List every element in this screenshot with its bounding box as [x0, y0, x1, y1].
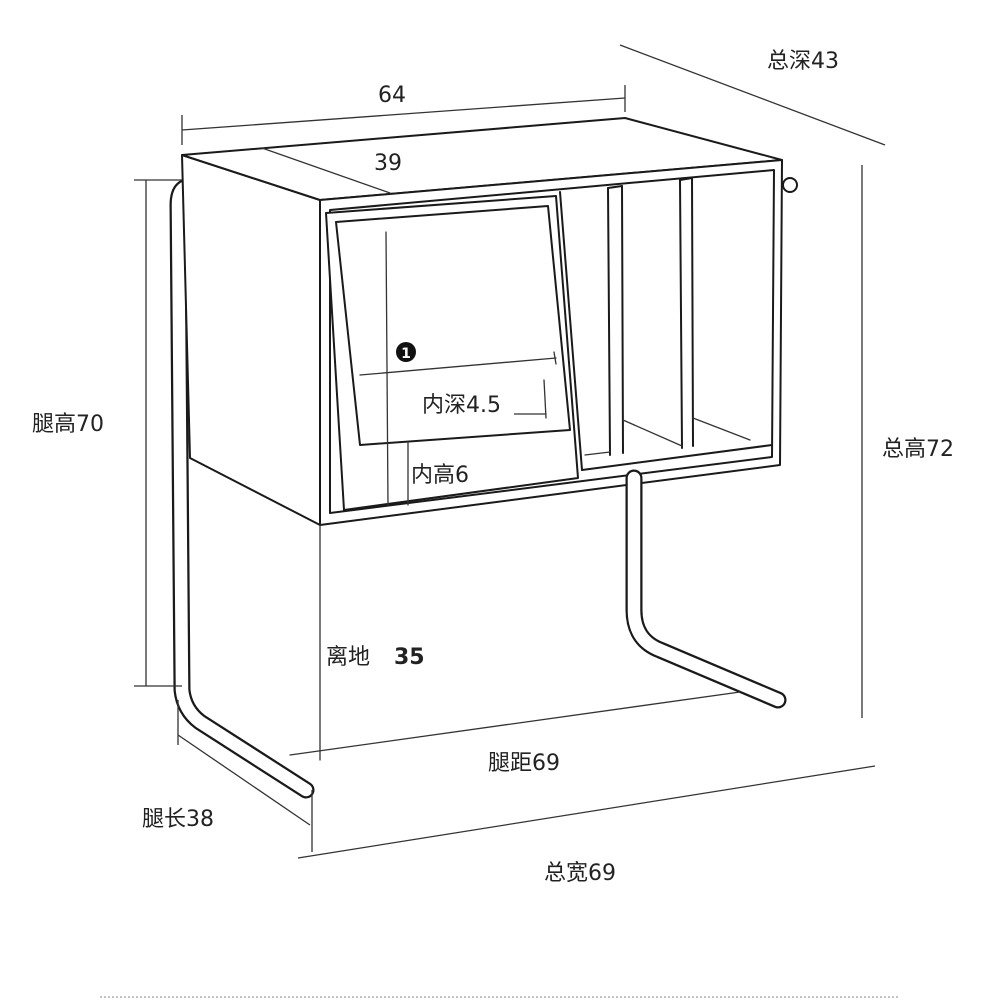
- dimension-lines: [134, 44, 886, 859]
- top-width-label: 64: [378, 83, 406, 108]
- compartments: [559, 177, 773, 471]
- tilt-drawer: [325, 195, 579, 511]
- back-leg-stub: [782, 177, 798, 193]
- clearance-value-label: 35: [394, 645, 425, 670]
- leg-length-label: 腿长38: [142, 807, 214, 832]
- leg-height-label: 腿高70: [32, 412, 104, 437]
- marker-number: 1: [401, 346, 411, 362]
- inner-depth-label: 内深4.5: [422, 393, 501, 418]
- total-height-label: 总高72: [882, 437, 954, 462]
- inner-height-label: 内高6: [411, 463, 469, 488]
- leg-span-line: [289, 691, 741, 756]
- leg-span-label: 腿距69: [488, 751, 560, 776]
- clearance-prefix-label: 离地: [326, 645, 370, 670]
- total-depth-label: 总深43: [767, 49, 839, 74]
- marker-1: 1: [396, 342, 416, 362]
- right-leg: [625, 469, 787, 709]
- drawer-width-label: 39: [374, 151, 402, 176]
- total-width-label: 总宽69: [544, 861, 616, 886]
